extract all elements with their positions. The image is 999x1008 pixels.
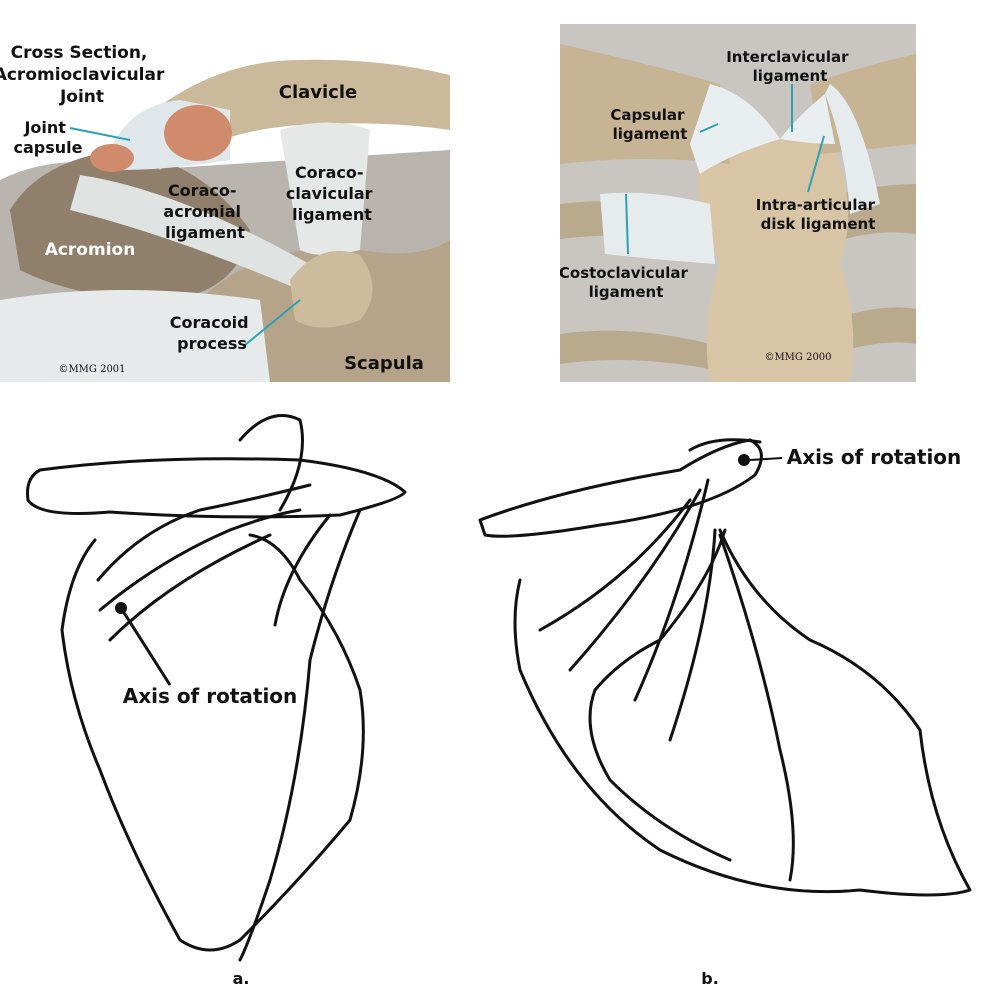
- clavicle-label: Clavicle: [279, 82, 357, 103]
- coraco-clavicular-label-2: clavicular: [286, 184, 373, 203]
- ac-title-line-1: Cross Section,: [11, 43, 148, 63]
- ac-copyright: ©MMG 2001: [58, 364, 125, 375]
- caption-b: b.: [701, 969, 719, 988]
- scapula-b-svg: Axis of rotation b.: [478, 438, 972, 988]
- svg-text:Coraco- acromial ligam: Coraco- acromial ligament: [163, 181, 246, 242]
- scapula-a-svg: Axis of rotation a.: [26, 414, 407, 988]
- intra-articular-label-1: Intra-articular: [756, 196, 876, 214]
- acromion-label: Acromion: [45, 240, 136, 260]
- coraco-acromial-label-1: Coraco-: [168, 181, 237, 200]
- svg-text:Coraco- clavicular lig: Coraco- clavicular ligament: [286, 163, 378, 224]
- axis-point-b: [738, 454, 750, 466]
- interclavicular-label-2: ligament: [753, 67, 828, 85]
- svg-text:Interclavicular ligament: Interclavicular ligament: [726, 48, 854, 85]
- ac-title-line-3: Joint: [59, 87, 104, 107]
- costoclavicular-label-1: Costoclavicular: [560, 264, 688, 282]
- joint-capsule-label-1: Joint: [23, 118, 66, 137]
- svg-text:Coracoid process: Coracoid process: [170, 313, 254, 353]
- coraco-acromial-label-3: ligament: [165, 223, 245, 242]
- sc-joint-illustration: Interclavicular ligament Capsular ligame…: [560, 24, 916, 382]
- ac-title-line-2: Acromioclavicular: [0, 65, 165, 85]
- capsular-label-1: Capsular: [610, 106, 685, 124]
- coraco-clavicular-label-3: ligament: [292, 205, 372, 224]
- scapula-drawing-b: Axis of rotation b.: [460, 400, 999, 1008]
- caption-a: a.: [233, 969, 250, 988]
- interclavicular-label-1: Interclavicular: [726, 48, 849, 66]
- svg-text:Joint capsule: Joint capsule: [14, 118, 83, 157]
- coracoid-label-2: process: [177, 334, 247, 353]
- svg-text:Capsular ligament: Capsular ligament: [610, 106, 689, 143]
- sc-joint-svg: Interclavicular ligament Capsular ligame…: [560, 24, 916, 382]
- svg-text:Intra-articular disk ligam: Intra-articular disk ligament: [756, 196, 880, 233]
- scapula-label: Scapula: [344, 353, 424, 374]
- capsular-label-2: ligament: [613, 125, 688, 143]
- ac-joint-svg: Cross Section, Acromioclavicular Joint C…: [0, 0, 450, 382]
- axis-label-a: Axis of rotation: [123, 684, 298, 708]
- coraco-acromial-label-2: acromial: [163, 202, 241, 221]
- coracoid-label-1: Coracoid: [170, 313, 249, 332]
- svg-text:Costoclavicular ligament: Costoclavicular ligament: [560, 264, 693, 301]
- joint-capsule-label-2: capsule: [14, 138, 83, 157]
- svg-text:Cross Section, Acromioclav: Cross Section, Acromioclavicular Joint: [0, 43, 170, 107]
- coraco-clavicular-label-1: Coraco-: [295, 163, 364, 182]
- costoclavicular-label-2: ligament: [589, 283, 664, 301]
- sc-copyright: ©MMG 2000: [764, 352, 831, 363]
- scapula-drawing-a: Axis of rotation a.: [0, 400, 460, 1008]
- ac-joint-illustration: Cross Section, Acromioclavicular Joint C…: [0, 0, 450, 382]
- intra-articular-label-2: disk ligament: [761, 215, 876, 233]
- axis-label-b: Axis of rotation: [787, 445, 962, 469]
